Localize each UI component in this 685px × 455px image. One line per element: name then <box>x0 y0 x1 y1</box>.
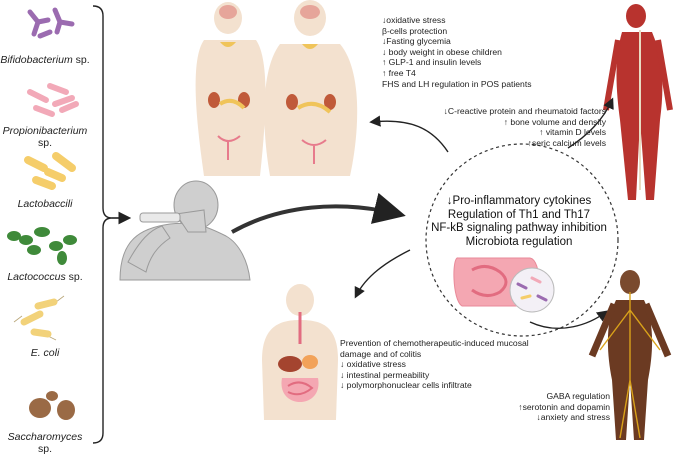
e-coli-icon <box>13 295 65 341</box>
effect-item: ↑seric calcium levels <box>527 137 606 148</box>
arrow-to-neuro <box>529 310 609 329</box>
arrow-to-musculo <box>567 97 614 149</box>
bacteria-suffix: sp. <box>65 271 83 283</box>
bacteria-label-saccharomyces: Saccharomyces sp. <box>0 431 90 455</box>
bacteria-label-e-coli: E. coli <box>0 347 90 359</box>
microbiota-magnifier-icon <box>509 267 555 313</box>
gut-effects-list: Prevention of chemotherapeutic-induced m… <box>340 338 529 391</box>
saccharomyces-icon <box>29 391 75 420</box>
lactobacilli-icon <box>24 152 76 190</box>
bacteria-suffix: sp. <box>37 137 52 149</box>
bacteria-suffix: sp. <box>37 443 52 455</box>
effect-item: ↑ bone volume and density <box>503 116 606 127</box>
lactococcus-icon <box>7 227 77 265</box>
central-effect-item: ↓Pro-inflammatory cytokines <box>446 195 592 207</box>
bacteria-label-lactobacilli: Lactobaccili <box>0 198 90 210</box>
bacteria-genus: Lactobaccili <box>17 198 73 210</box>
effect-item: GABA regulation <box>546 391 610 401</box>
effect-item: Prevention of chemotherapeutic-induced m… <box>340 338 529 348</box>
musculoskeletal-effects-list: ↓C-reactive protein and rheumatoid facto… <box>420 106 606 148</box>
effect-item: ↓ polymorphonuclear cells infiltrate <box>340 380 472 391</box>
effect-item: ↓oxidative stress <box>382 15 446 25</box>
bacteria-genus: Lactococcus <box>7 271 66 283</box>
effect-item: ↑ vitamin D levels <box>539 127 606 138</box>
bacteria-label-bifidobacterium: Bifidobacterium sp. <box>0 54 90 66</box>
nervous-system-figure-icon <box>588 270 672 440</box>
central-effect-item: NF-kB signaling pathway inhibition <box>431 222 607 234</box>
arrow-to-metabolic <box>369 115 449 153</box>
central-effect-item: Microbiota regulation <box>465 235 573 248</box>
effect-item: ↓ intestinal permeability <box>340 369 430 380</box>
effect-item: ↓ oxidative stress <box>340 359 406 370</box>
gut-figure-icon <box>262 284 338 420</box>
effect-item: ↓C-reactive protein and rheumatoid facto… <box>443 106 606 116</box>
metabolic-effects-list: ↓oxidative stress β-cells protection ↓Fa… <box>382 15 532 89</box>
bifidobacterium-icon <box>27 7 75 39</box>
bacteria-bracket <box>92 5 113 444</box>
central-effect-item: Regulation of Th1 and Th17 <box>447 208 591 221</box>
bacteria-genus: Propionibacterium <box>2 125 88 137</box>
effect-item: FHS and LH regulation in POS patients <box>382 78 532 89</box>
bacteria-label-propionibacterium: Propionibacterium sp. <box>0 125 90 149</box>
propionibacterium-icon <box>27 83 79 117</box>
arrow-to-gut <box>354 249 411 299</box>
effect-item: β-cells protection <box>382 25 448 36</box>
bacteria-genus: E. coli <box>30 347 60 359</box>
bacteria-genus: Bifidobacterium <box>0 54 73 66</box>
central-effects-list: ↓Pro-inflammatory cytokines Regulation o… <box>404 195 634 249</box>
neuro-effects-list: GABA regulation ↑serotonin and dopamin ↓… <box>470 391 610 423</box>
bacteria-genus: Saccharomyces <box>7 431 83 443</box>
effect-item: ↑ GLP-1 and insulin levels <box>382 57 482 68</box>
bacteria-label-lactococcus: Lactococcus sp. <box>0 271 90 283</box>
effect-item: ↑ free T4 <box>382 67 416 78</box>
effect-item: ↓anxiety and stress <box>536 412 610 423</box>
swoosh-arrow <box>231 192 406 234</box>
musculoskeletal-figure-icon <box>603 4 673 200</box>
metabolic-figures-icon <box>195 0 358 176</box>
central-circle <box>425 143 619 337</box>
effect-item: ↑serotonin and dopamin <box>518 401 610 412</box>
effect-item: ↓Fasting glycemia <box>382 36 451 47</box>
bacteria-suffix: sp. <box>72 54 90 66</box>
drinking-person-icon <box>119 180 251 281</box>
effect-item: damage and of colitis <box>340 348 422 359</box>
effect-item: ↓ body weight in obese children <box>382 46 502 57</box>
